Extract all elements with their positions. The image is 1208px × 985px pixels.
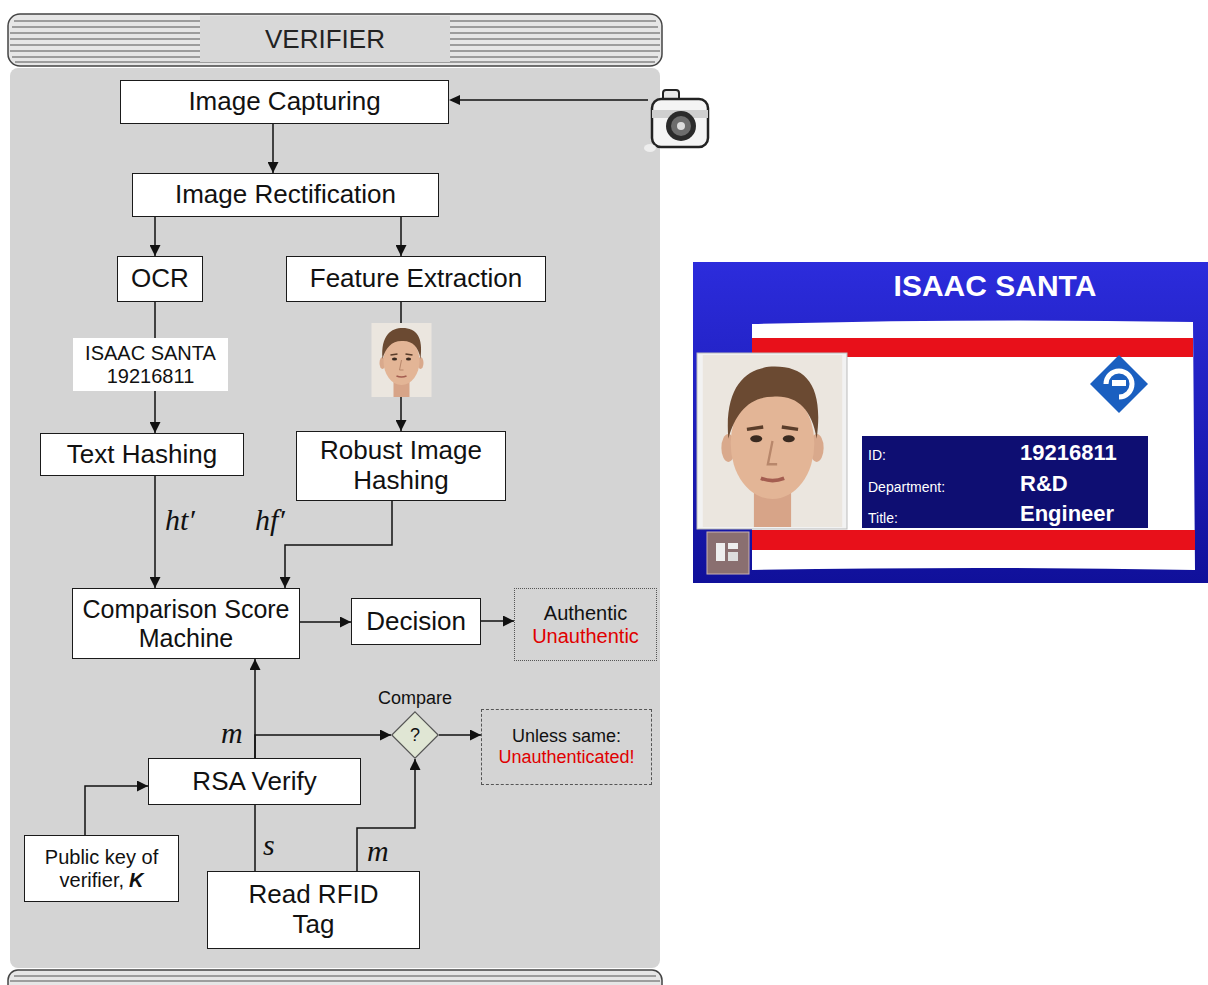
node-text: Read RFID Tag xyxy=(239,880,389,940)
node-text: Unauthentic xyxy=(532,625,639,648)
text-line: Public key of verifier,K xyxy=(29,846,174,892)
process-box: Read RFID Tag xyxy=(207,871,420,949)
connector xyxy=(254,805,256,871)
panel-ground xyxy=(10,68,660,968)
connector xyxy=(255,735,391,758)
verifier-panel: VERIFIER Image CapturingImage Rectificati… xyxy=(8,14,662,968)
process-box: Comparison Score Machine xyxy=(72,588,300,659)
connector xyxy=(85,786,148,835)
field-name: Department: xyxy=(868,479,945,496)
connector xyxy=(285,501,392,588)
process-box: Text Hashing xyxy=(40,433,244,476)
card-name: ISAAC SANTA xyxy=(880,268,1110,304)
connector xyxy=(300,621,351,623)
node-text: ISAAC SANTA xyxy=(85,342,216,365)
connector xyxy=(439,734,481,736)
node-text: Image Capturing xyxy=(188,87,380,117)
field-value: 19216811 xyxy=(1020,440,1117,466)
signal-label: s xyxy=(263,828,275,862)
panel-title: VERIFIER xyxy=(200,16,450,62)
ocr-output: ISAAC SANTA19216811 xyxy=(73,338,228,391)
node-text: ? xyxy=(410,725,420,746)
camera-icon xyxy=(449,90,708,152)
node-text: 19216811 xyxy=(107,365,195,388)
connector xyxy=(154,391,156,433)
signal-label: m xyxy=(221,716,243,750)
decision-diamond: Compare? xyxy=(391,711,439,759)
process-box: Robust Image Hashing xyxy=(296,431,506,501)
footer-band xyxy=(8,970,662,985)
note-box: Unless same:Unauthenticated! xyxy=(481,709,652,785)
id-card xyxy=(693,262,1208,583)
node-text: Robust Image Hashing xyxy=(301,436,501,496)
connector xyxy=(154,302,156,338)
signal-label: hf′ xyxy=(255,503,285,537)
node-text: OCR xyxy=(131,264,189,294)
node-text: K xyxy=(129,869,143,891)
connector xyxy=(400,217,402,256)
node-text: Authentic xyxy=(544,602,627,625)
node-text: Comparison Score Machine xyxy=(77,595,295,653)
field-name: Title: xyxy=(868,510,898,527)
node-text: Feature Extraction xyxy=(310,264,522,294)
header-band xyxy=(8,14,662,66)
node-text: Image Rectification xyxy=(175,180,396,210)
decision-heading: Compare xyxy=(351,688,479,709)
node-text: Decision xyxy=(366,607,466,637)
field-value: R&D xyxy=(1020,471,1068,497)
process-box: OCR xyxy=(117,256,203,302)
process-box: Feature Extraction xyxy=(286,256,546,302)
connector xyxy=(154,217,156,256)
connector xyxy=(272,124,274,173)
node-text: Unless same: xyxy=(512,726,621,747)
process-box: Decision xyxy=(351,598,481,645)
key-box: Public key of verifier,K xyxy=(24,835,179,902)
process-box: Image Rectification xyxy=(132,173,439,217)
connector xyxy=(154,476,156,588)
process-box: Image Capturing xyxy=(120,80,449,124)
signal-label: m xyxy=(367,834,389,868)
field-value: Engineer xyxy=(1020,501,1114,527)
node-text: Unauthenticated! xyxy=(498,747,634,768)
field-name: ID: xyxy=(868,447,886,464)
node-text: Text Hashing xyxy=(67,440,217,470)
connector xyxy=(481,620,514,622)
connector xyxy=(357,759,415,871)
node-text: RSA Verify xyxy=(192,767,316,797)
signal-label: ht′ xyxy=(165,503,195,537)
process-box: RSA Verify xyxy=(148,758,361,805)
result-box: AuthenticUnauthentic xyxy=(514,588,657,661)
